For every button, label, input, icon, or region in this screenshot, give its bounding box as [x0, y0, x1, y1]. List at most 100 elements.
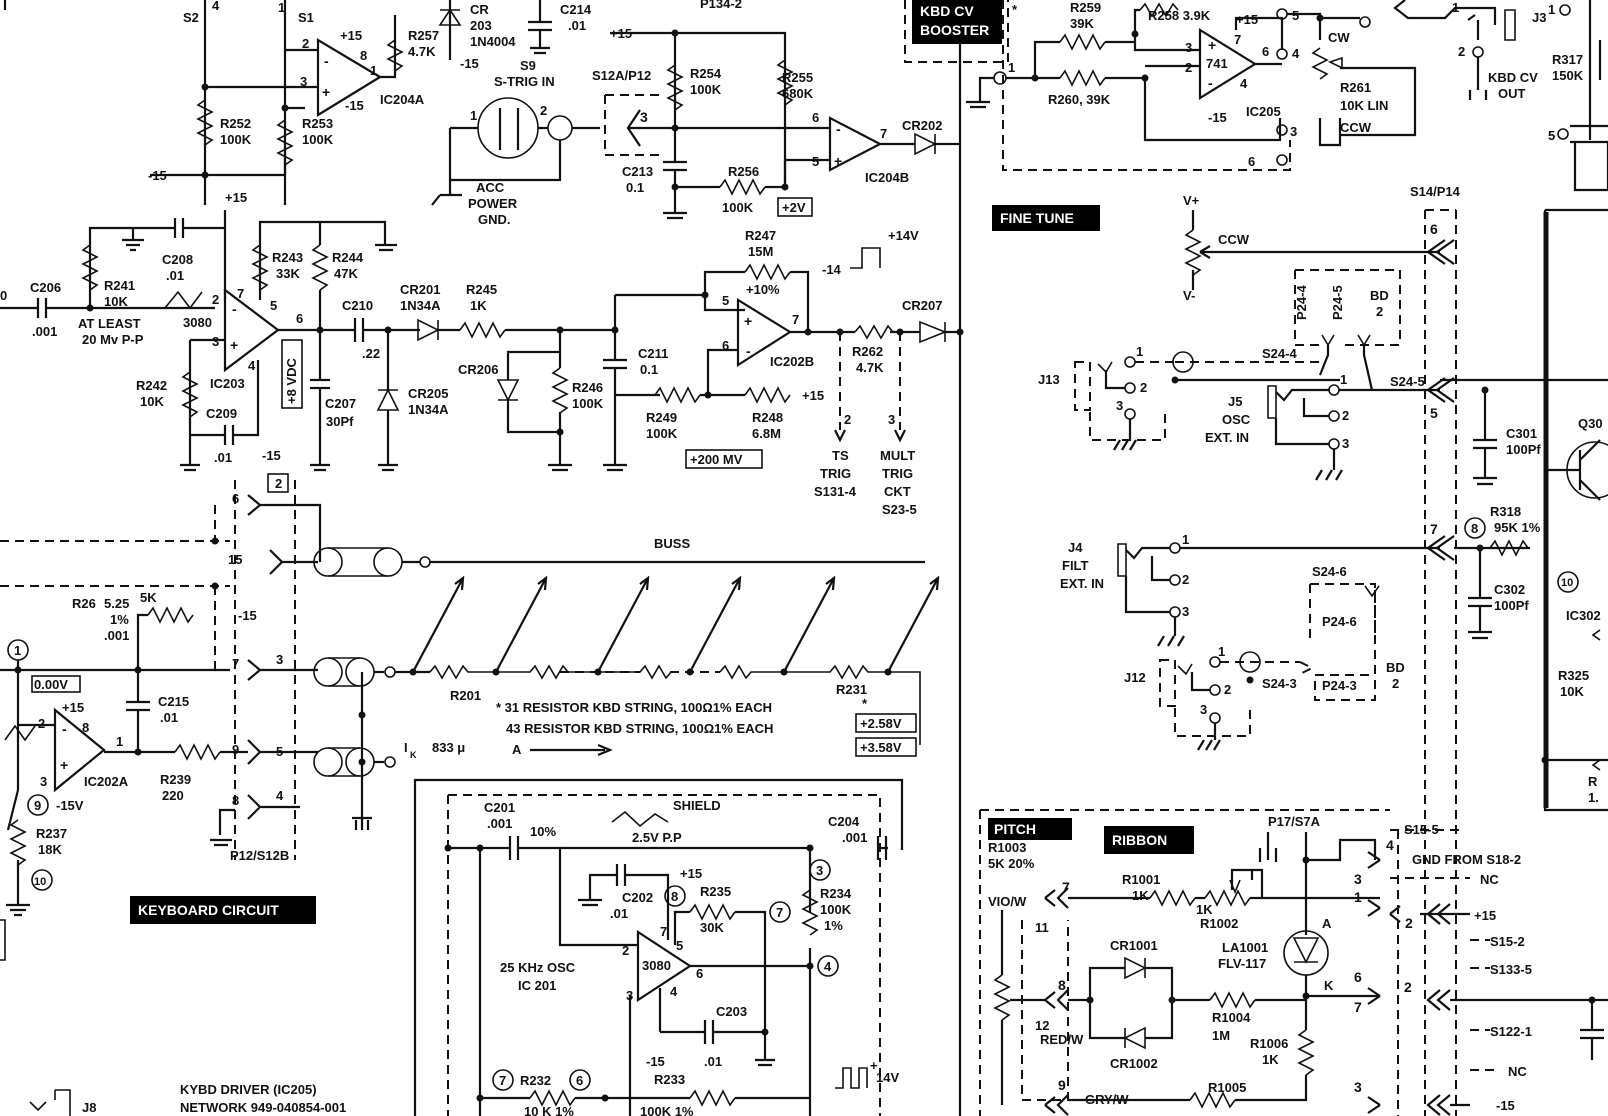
components-r247-1-label: 15M — [748, 244, 773, 259]
pin-number: 8 — [232, 793, 239, 808]
pin-number: 1. — [1588, 790, 1599, 805]
components-c302-1-label: 100Pf — [1494, 598, 1529, 613]
components-r245-1-label: 1K — [470, 298, 487, 313]
components-c201-0-label: C201 — [484, 800, 515, 815]
components-c204-1-label: .001 — [842, 830, 867, 845]
components-r243-0-label: R243 — [272, 250, 303, 265]
boxed-200mv: +200 MV — [690, 452, 743, 467]
components-r201-label: R201 — [450, 688, 481, 703]
components-r241-0-label: R241 — [104, 278, 135, 293]
pin-number: 1 — [1340, 372, 1347, 387]
pin-number: 2 — [1405, 915, 1413, 931]
buss-label: BUSS — [654, 536, 690, 551]
components-r1006-1-label: 1K — [1262, 1052, 1279, 1067]
pin-number: 10 — [34, 876, 46, 888]
components-r1003-1-label: 5K 20% — [988, 856, 1035, 871]
components-r1001-0-label: R1001 — [1122, 872, 1160, 887]
connectors-j8-label: J8 — [82, 1100, 96, 1115]
components-cr207-label: CR207 — [902, 298, 942, 313]
resistor-string-43: 43 RESISTOR KBD STRING, 100Ω1% EACH — [506, 721, 773, 736]
components-r234-1-label: 100K — [820, 902, 852, 917]
components-r235-1-label: 30K — [700, 920, 724, 935]
labels-ts_trig-1-label: TRIG — [820, 466, 851, 481]
pin-number: 7 — [232, 656, 239, 671]
components-c301-1-label: 100Pf — [1506, 442, 1541, 457]
connectors-j13-label: J13 — [1038, 372, 1060, 387]
components-r26-2-label: 1% — [110, 612, 129, 627]
ic204b-section: S9 S-TRIG IN 1 2 ACC POWER GND. S12A/P12… — [431, 26, 960, 227]
components-la1001-1-label: FLV-117 — [1218, 956, 1266, 971]
labels-arrow_a-label: A — [512, 742, 522, 757]
components-r244-0-label: R244 — [332, 250, 364, 265]
labels-ts_trig-2-label: S131-4 — [814, 484, 857, 499]
components-r252-1-label: 100K — [220, 132, 252, 147]
ics-ic205_type-label: 741 — [1206, 56, 1228, 71]
pin-number: 3 — [1354, 1079, 1362, 1095]
pin-number: 2 — [1224, 682, 1231, 697]
gnd-from-label: GND FROM S18-2 — [1412, 852, 1521, 867]
connectors-bd2-0-label: BD — [1370, 288, 1389, 303]
components-c203-1-label: .01 — [704, 1054, 722, 1069]
components-c206-1-label: .001 — [32, 324, 57, 339]
ic203-section: 0 C206 .001 +15 R241 10K C208 .01 AT LEA… — [0, 190, 964, 517]
pin-number: + — [60, 757, 68, 773]
pin-number: 1 — [1218, 644, 1225, 659]
pin-number: 6 — [576, 1073, 583, 1088]
pin-number: 5 — [1292, 8, 1299, 23]
pin-number: 6 — [722, 338, 729, 353]
components-r253-1-label: 100K — [302, 132, 334, 147]
components-r237-1-label: 18K — [38, 842, 62, 857]
pin-number: 3 — [40, 774, 47, 789]
ic201-section: SHIELD 2.5V P.P C201 .001 10% C204 .001 … — [29, 778, 904, 1116]
labels-mult_trig-3-label: S23-5 — [882, 502, 917, 517]
connectors-s24_4-label: S24-4 — [1262, 346, 1297, 361]
pin-number: - — [746, 343, 751, 359]
pin-number: 2 — [1140, 380, 1147, 395]
supplies-p15-label: +15 — [802, 388, 824, 403]
connectors-p134_2-label: P134-2 — [700, 0, 742, 11]
pin-number: 7 — [1234, 32, 1241, 47]
pin-number: 11 — [1035, 920, 1049, 935]
labels-kbd_cv_booster_line1-label: KBD CV — [920, 3, 974, 19]
supplies-m15-label: -15 — [148, 168, 167, 183]
pin-number: 0 — [0, 288, 7, 303]
components-r325-0-label: R325 — [1558, 668, 1589, 683]
components-r246-1-label: 100K — [572, 396, 604, 411]
boxed-0v: 0.00V — [34, 677, 68, 692]
s2-label: S2 — [183, 10, 199, 25]
fine-tune-title: FINE TUNE — [1000, 210, 1074, 226]
supplies-m15-label: -15 — [262, 448, 281, 463]
pin-number: 2 — [1404, 979, 1412, 995]
pin-number: 2 — [38, 716, 45, 731]
components-r252-0-label: R252 — [220, 116, 251, 131]
switch-section: V+ V- CCW S14/P14 6 P24-4 P24-5 BD 2 S24… — [1038, 184, 1608, 1116]
components-r256-0-label: R256 — [728, 164, 759, 179]
pin-number: 1 — [278, 0, 285, 15]
components-c202-1-label: .01 — [610, 906, 628, 921]
connectors-p24_3-label: P24-3 — [1322, 678, 1357, 693]
pin-number: 4 — [1240, 76, 1248, 91]
pin-number: 2 — [1185, 60, 1192, 75]
supplies-p15-label: +15 — [610, 26, 632, 41]
components-c202-0-label: C202 — [622, 890, 653, 905]
components-c204-0-label: C204 — [828, 814, 860, 829]
pin-number: 2 — [302, 36, 309, 51]
components-c211-0-label: C211 — [638, 346, 668, 361]
ic203-type: 3080 — [183, 315, 212, 330]
pin-number: 2 — [844, 412, 851, 427]
supplies-p15-label: +15 — [1474, 908, 1496, 923]
components-c211-1-label: 0.1 — [640, 362, 658, 377]
pin-number: 2 — [622, 943, 629, 958]
supplies-m15-label: -15 — [345, 98, 364, 113]
pin-number: 5 — [1548, 128, 1555, 143]
pin-number: 3 — [1342, 436, 1349, 451]
pin-number: 4 — [1386, 837, 1394, 853]
components-r317-0-label: R317 — [1552, 52, 1583, 67]
components-cr205-1-label: 1N34A — [408, 402, 449, 417]
pin-number: 3 — [640, 109, 648, 125]
connectors-bd2-1-label: 2 — [1392, 676, 1399, 691]
components-r26-3-label: .001 — [104, 628, 129, 643]
pin-number: 7 — [792, 312, 799, 327]
pin-number: 4 — [824, 959, 832, 974]
